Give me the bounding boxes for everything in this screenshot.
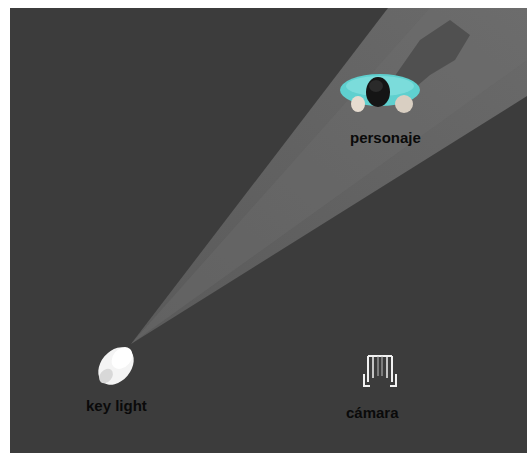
key-light-icon [91, 340, 141, 391]
label-text: cámara [346, 404, 399, 422]
label-text: key light [86, 397, 147, 415]
light-cone [131, 8, 527, 344]
label-text: personaje [350, 129, 421, 147]
light-cone-core [131, 8, 527, 344]
camera-icon [364, 356, 396, 386]
character-figure [340, 74, 420, 113]
background [10, 8, 527, 453]
